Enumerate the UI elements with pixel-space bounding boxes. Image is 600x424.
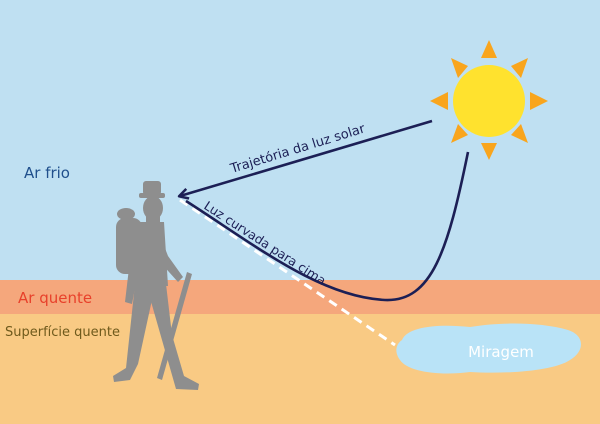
sun-icon (430, 40, 548, 160)
sunlight-ray-arrow (180, 119, 433, 196)
hiker-icon (113, 181, 199, 390)
hot-air-layer (0, 280, 600, 314)
hot-surface-label: Superfície quente (5, 325, 120, 340)
hot-air-label: Ar quente (18, 289, 92, 307)
mirage-puddle-icon (396, 323, 581, 374)
cold-air-label: Ar frio (24, 164, 70, 182)
curved-light-path (185, 151, 470, 302)
mirage-label: Miragem (468, 343, 534, 361)
apparent-ray-dashed (179, 198, 396, 347)
sky-layer (0, 0, 600, 280)
